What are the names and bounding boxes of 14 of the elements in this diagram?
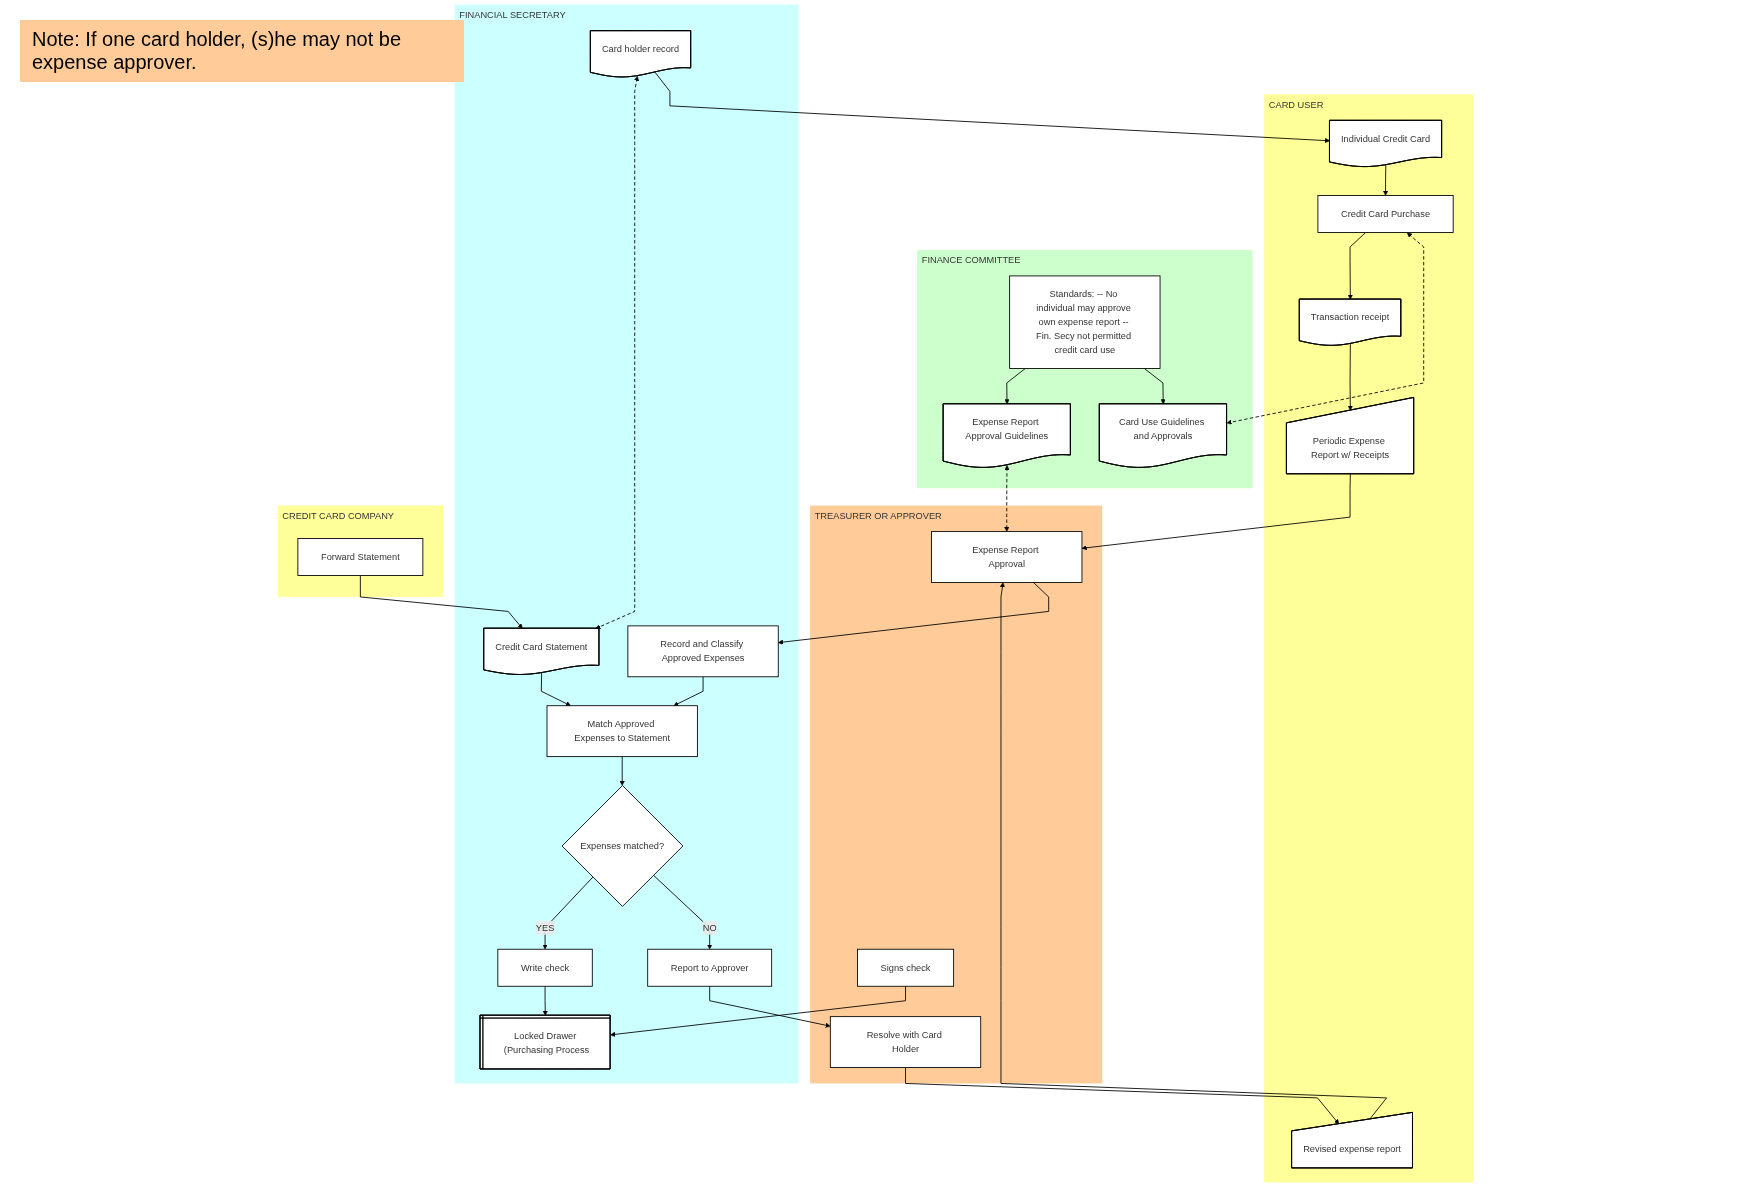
node-box: Credit Card Purchase <box>1317 195 1455 233</box>
node-diamond: Expenses matched? <box>562 785 684 907</box>
edge-label: NO <box>703 922 718 933</box>
note-text: Note: If one card holder, (s)he may not be expense approver. <box>20 20 464 82</box>
node-box: Signs check <box>857 948 955 987</box>
node-box: Resolve with Card Holder <box>830 1016 982 1068</box>
node-box: Standards: -- No individual may approve own expense report -- Fin. Secy not permitted credit card use <box>1009 275 1161 369</box>
node-box: Expense Report Approval <box>931 531 1083 583</box>
node-box: Report to Approver <box>647 948 773 987</box>
node-box: Match Approved Expenses to Statement <box>547 705 699 758</box>
node-box: Write check <box>497 948 594 987</box>
node-box: Forward Statement <box>297 538 424 576</box>
edge-label: YES <box>536 922 555 933</box>
node-box: Record and Classify Approved Expenses <box>627 625 780 678</box>
